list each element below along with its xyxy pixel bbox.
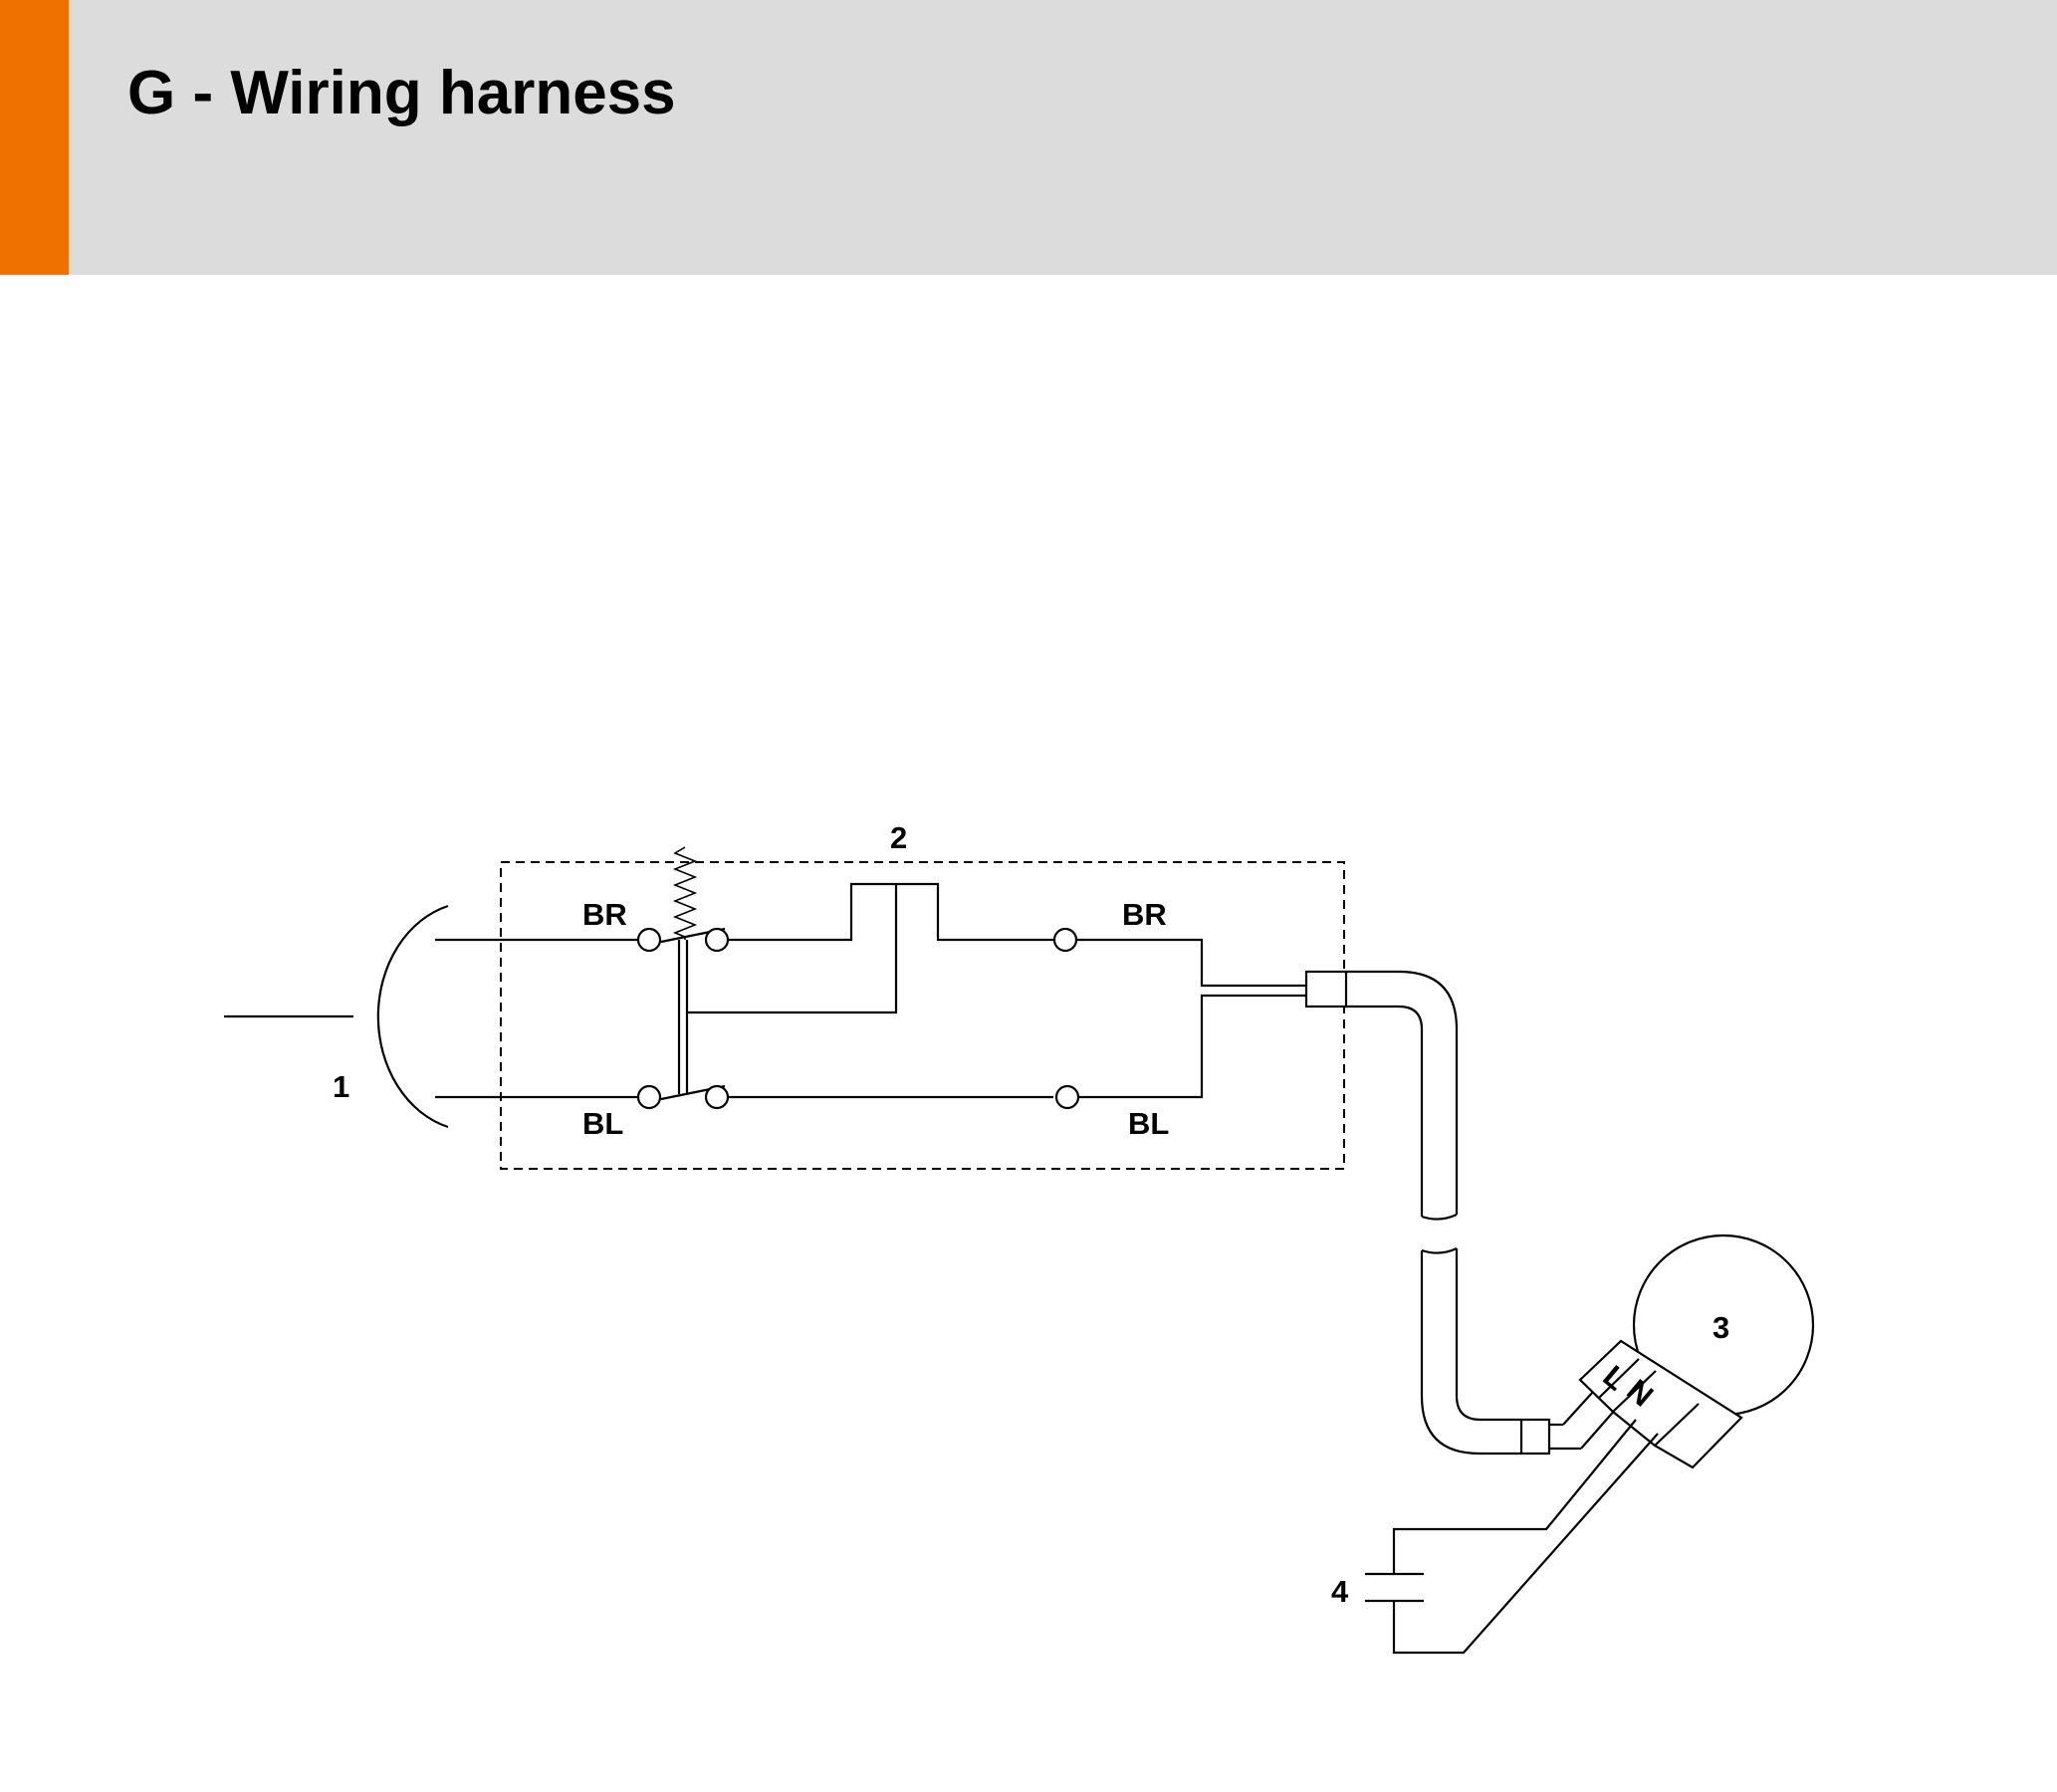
cable-break-bottom (1421, 1247, 1458, 1254)
switch-spring (672, 846, 698, 938)
callout-3: 3 (1713, 1310, 1729, 1345)
callout-2: 2 (890, 820, 907, 855)
cable-upper (1346, 970, 1459, 1217)
callout-4: 4 (1331, 1574, 1349, 1609)
wire-bridge (687, 884, 898, 1014)
terminal-bl-3 (1054, 1084, 1080, 1110)
switch-box-outline (500, 861, 1345, 1170)
page-title: G - Wiring harness (127, 59, 676, 127)
terminal-bl-2 (704, 1084, 730, 1110)
cable-sleeve-bottom (1519, 1418, 1551, 1456)
wire-blue-out (1078, 994, 1306, 1099)
label-br-right: BR (1122, 897, 1167, 932)
page-header (0, 0, 2057, 275)
cable-break-top (1421, 1214, 1458, 1221)
wire-brown-mid (728, 882, 1053, 942)
wire-brown-out (1076, 938, 1306, 988)
wire-capacitor-top (1392, 1419, 1637, 1574)
terminal-bl-1 (636, 1084, 662, 1110)
terminal-br-3 (1052, 927, 1078, 953)
wire-capacitor-bottom (1392, 1433, 1659, 1655)
power-plug (224, 904, 449, 1129)
terminal-br-1 (636, 927, 662, 953)
label-br-left: BR (582, 897, 627, 932)
label-bl-left: BL (582, 1106, 623, 1141)
label-bl-right: BL (1128, 1106, 1169, 1141)
header-accent-bar (0, 0, 69, 275)
cable-sleeve-top (1304, 970, 1348, 1008)
cable-lower (1420, 1248, 1521, 1456)
terminal-br-2 (704, 927, 730, 953)
callout-1: 1 (333, 1069, 349, 1104)
